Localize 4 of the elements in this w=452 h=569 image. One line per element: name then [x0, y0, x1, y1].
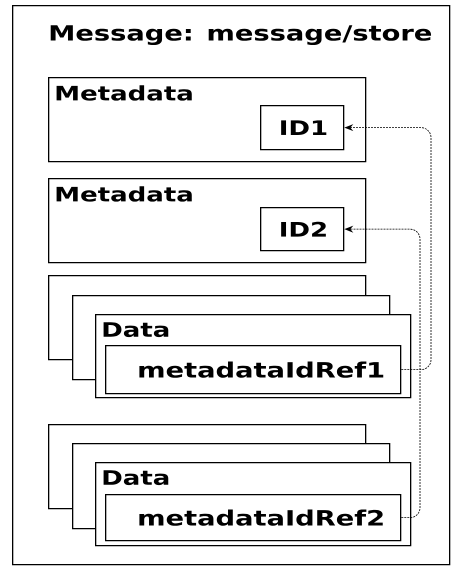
field-box: ID1: [260, 105, 344, 150]
field-box: metadataIdRef1: [105, 345, 402, 394]
field-box: ID2: [260, 207, 344, 252]
field-box: metadataIdRef2: [105, 494, 402, 542]
